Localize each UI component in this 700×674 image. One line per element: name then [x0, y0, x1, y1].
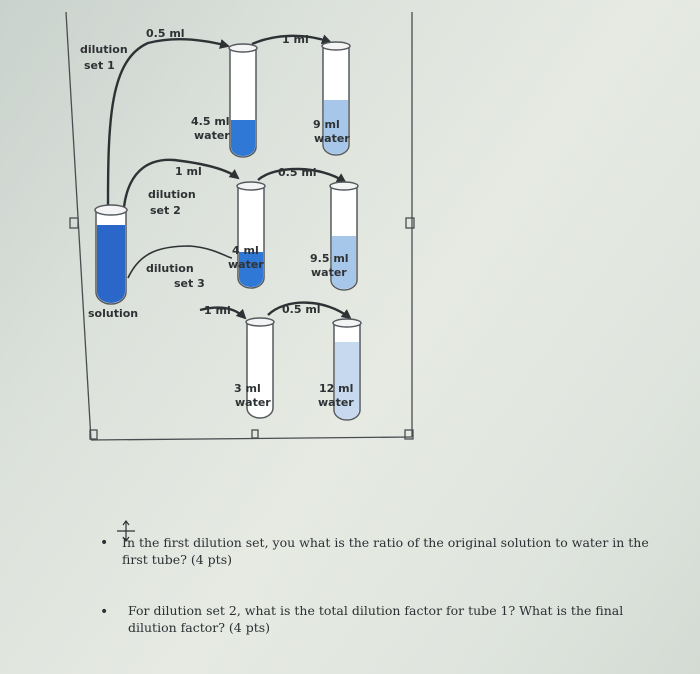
set1-title-line2: set 1	[84, 59, 115, 72]
set3-tube1	[245, 317, 275, 419]
set2-tube2	[329, 181, 359, 291]
question-1: In the first dilution set, you what is t…	[122, 535, 649, 567]
solution-label: solution	[88, 307, 138, 320]
diagram-labels: dilution set 1 0.5 ml 1 ml 4.5 ml water …	[80, 27, 354, 409]
arrow-to-set3-tube1	[199, 306, 247, 320]
tube2-set1-volume: 9 ml	[313, 118, 340, 131]
arrow-label-set2-first: 1 ml	[175, 165, 202, 178]
tube2-set2-liquid: water	[311, 266, 347, 279]
arrow-solution-to-set2	[122, 158, 240, 208]
set2-title-line2: set 2	[150, 204, 181, 217]
tube1-set2-liquid: water	[228, 258, 264, 271]
arrow-label-set3-first: 1 ml	[204, 304, 231, 317]
arrow-solution-to-set1	[106, 38, 230, 206]
tube2-set3-liquid: water	[318, 396, 354, 409]
set3-title-line1: dilution	[146, 262, 194, 275]
arrow-label-set2-second: 0.5 ml	[278, 166, 317, 179]
arrow-set3-tube1-to-tube2	[267, 301, 352, 320]
set2-title-line1: dilution	[148, 188, 196, 201]
arrow-label-set1-second: 1 ml	[282, 33, 309, 46]
arrow-set2-tube1-to-tube2	[257, 167, 347, 184]
set1-tube1	[228, 43, 258, 158]
move-cursor-icon	[117, 520, 135, 542]
set3-tube2	[332, 318, 362, 421]
question-2: For dilution set 2, what is the total di…	[128, 603, 624, 635]
tube1-set1-liquid: water	[194, 129, 230, 142]
diagram-frame	[65, 11, 415, 441]
arrow-label-set3-second: 0.5 ml	[282, 303, 321, 316]
tube1-set2-volume: 4 ml	[232, 244, 259, 257]
tube2-set3-volume: 12 ml	[319, 382, 353, 395]
tube2-set2-volume: 9.5 ml	[310, 252, 349, 265]
test-tubes	[94, 41, 362, 421]
tube2-set1-liquid: water	[314, 132, 350, 145]
bullet-1: •	[100, 535, 109, 551]
tube1-set3-volume: 3 ml	[234, 382, 261, 395]
transfer-arrows	[106, 34, 352, 320]
arrow-label-set1-first: 0.5 ml	[146, 27, 185, 40]
set1-title-line1: dilution	[80, 43, 128, 56]
arrow-set1-tube1-to-tube2	[251, 34, 332, 46]
arrow-solution-to-set3	[127, 245, 233, 279]
solution-tube	[94, 204, 128, 305]
bullet-2: •	[100, 604, 109, 620]
set1-tube2	[321, 41, 351, 156]
set2-tube1	[236, 181, 266, 289]
set3-title-line2: set 3	[174, 277, 205, 290]
tube1-set1-volume: 4.5 ml	[191, 115, 230, 128]
tube1-set3-liquid: water	[235, 396, 271, 409]
